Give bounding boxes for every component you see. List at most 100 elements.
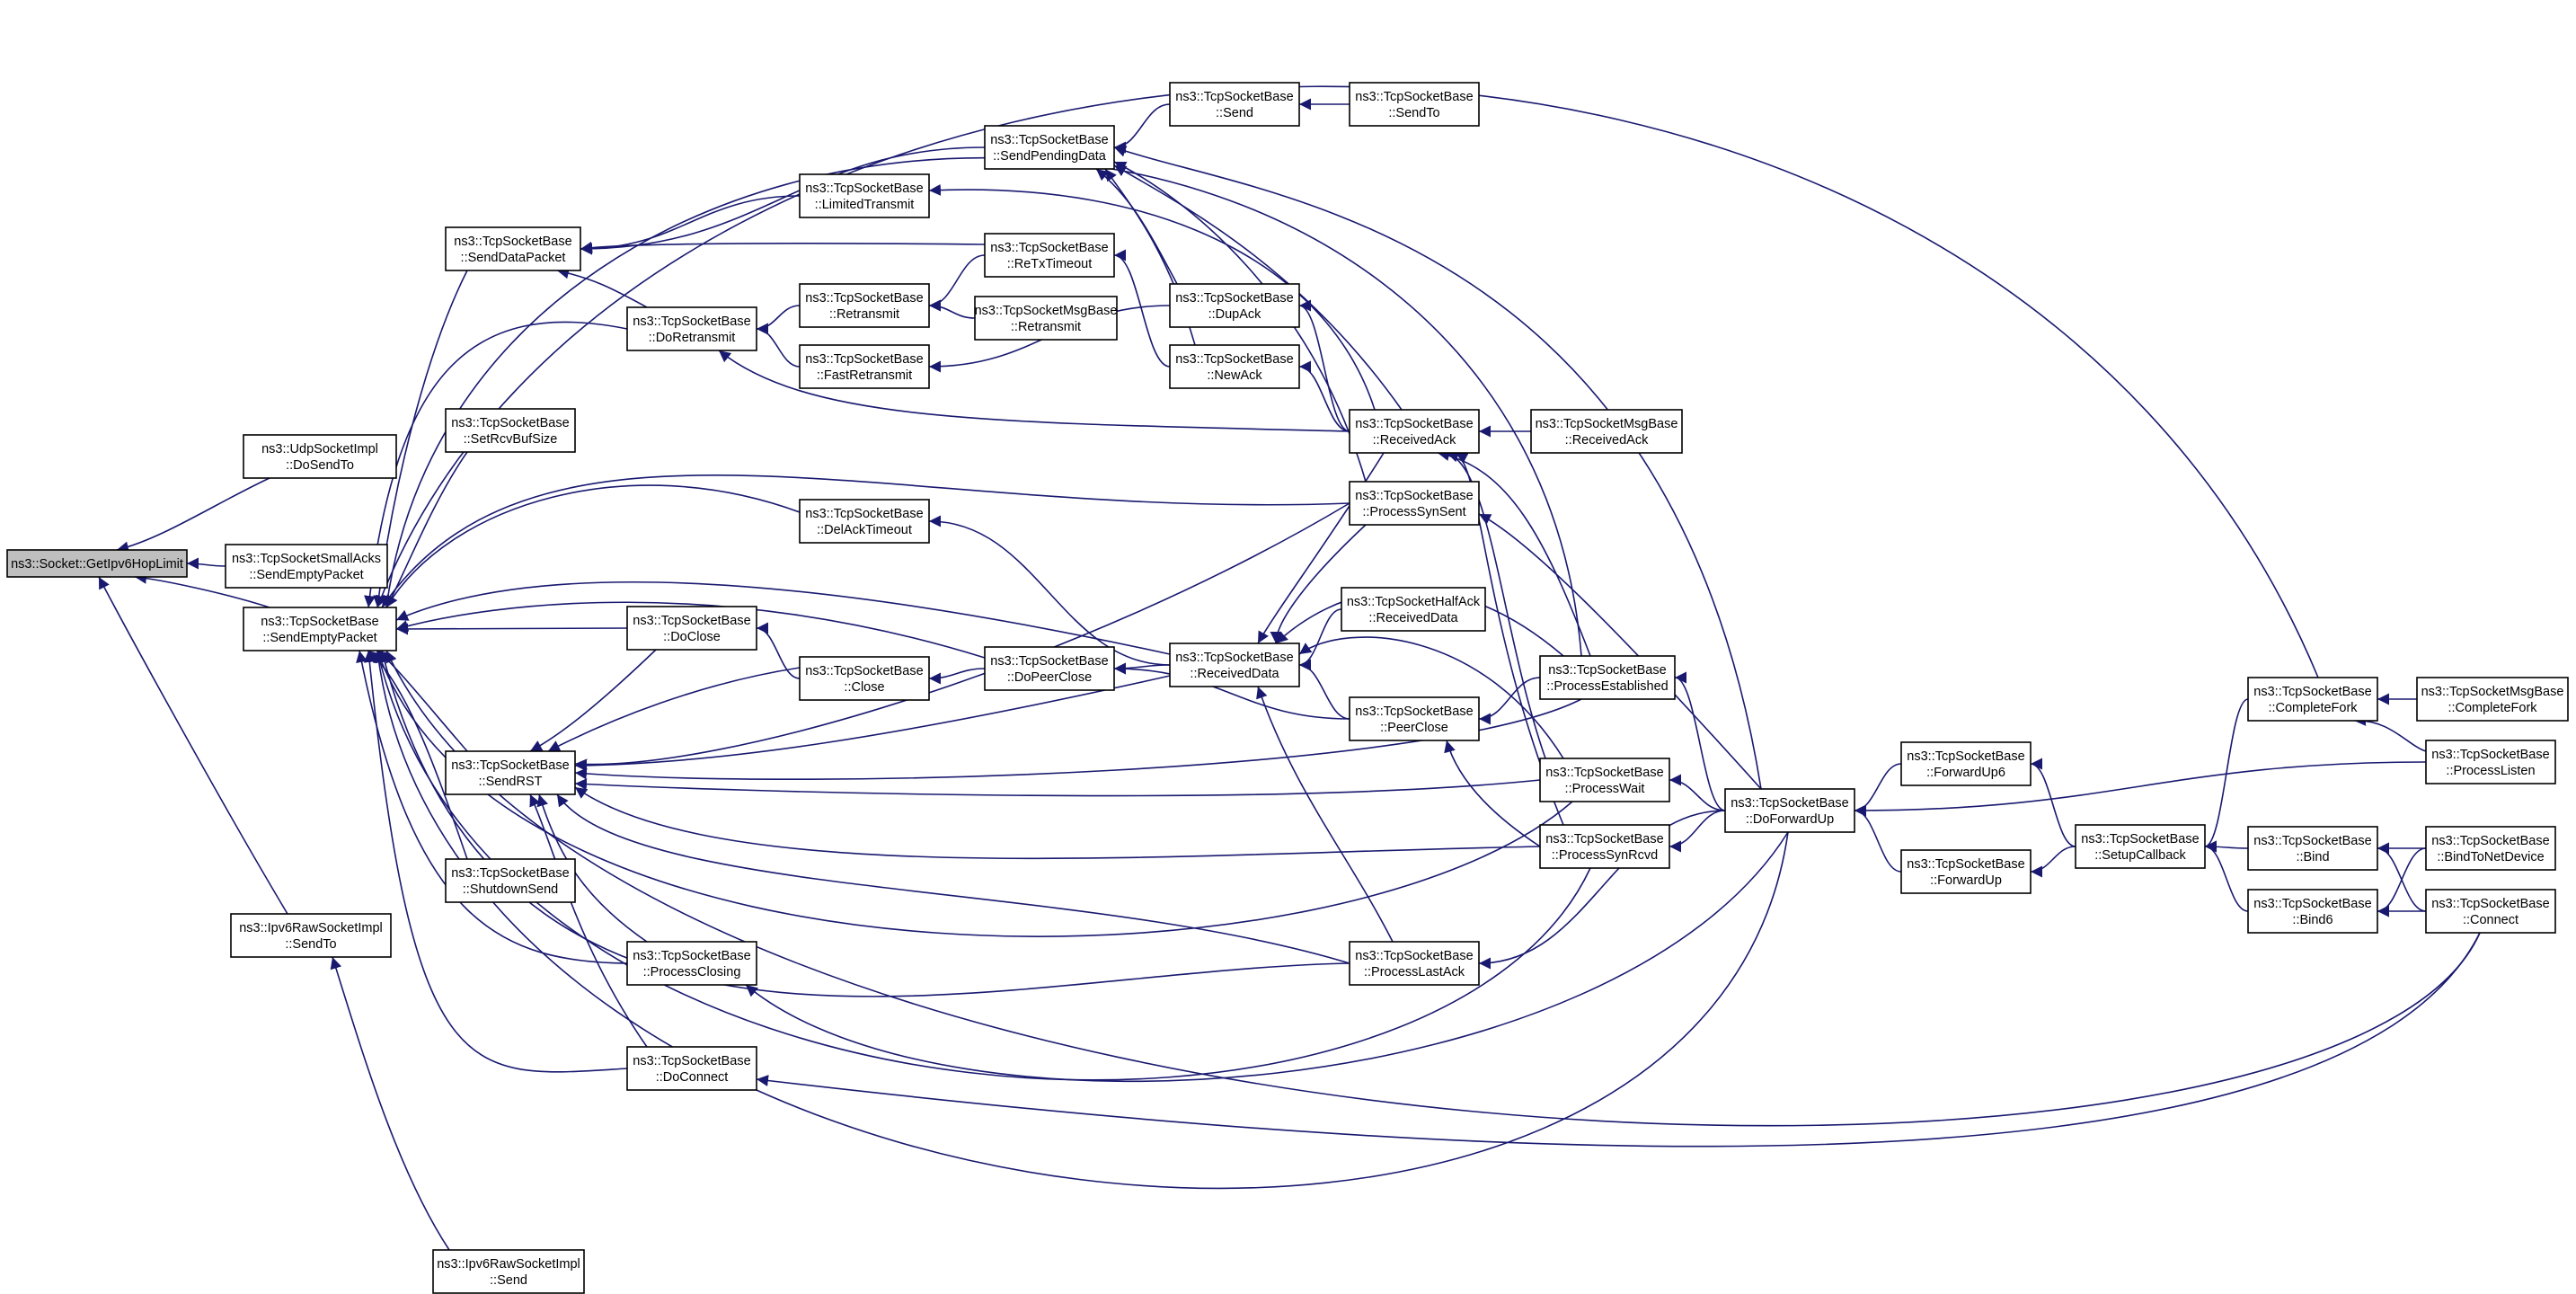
node-retxtimeout[interactable]: ns3::TcpSocketBase::ReTxTimeout bbox=[984, 233, 1115, 278]
node-label-line: ::DoClose bbox=[663, 630, 721, 644]
node-sendempty[interactable]: ns3::TcpSocketBase::SendEmptyPacket bbox=[243, 607, 397, 651]
node-setrcvbuf[interactable]: ns3::TcpSocketBase::SetRcvBufSize bbox=[445, 408, 576, 453]
node-doclose[interactable]: ns3::TcpSocketBase::DoClose bbox=[626, 606, 757, 651]
node-ipv6raw-sendto[interactable]: ns3::Ipv6RawSocketImpl::SendTo bbox=[230, 913, 392, 958]
node-doconnect[interactable]: ns3::TcpSocketBase::DoConnect bbox=[626, 1046, 757, 1091]
call-edge-send-to-sendpendingdata bbox=[1113, 103, 1171, 154]
node-label-line: ns3::TcpSocketBase bbox=[1355, 417, 1473, 431]
node-completefork[interactable]: ns3::TcpSocketBase::CompleteFork bbox=[2247, 677, 2378, 722]
node-forwardup[interactable]: ns3::TcpSocketBase::ForwardUp bbox=[1900, 849, 2032, 894]
node-label-line: ns3::TcpSocketBase bbox=[1175, 651, 1293, 665]
node-box bbox=[445, 858, 576, 903]
call-edge-limitedtransmit-to-senddatapacket bbox=[580, 195, 801, 255]
node-label-line: ns3::TcpSocketBase bbox=[1545, 832, 1663, 846]
node-halfack-receiveddata[interactable]: ns3::TcpSocketHalfAck::ReceivedData bbox=[1341, 587, 1486, 632]
node-label-line: ns3::TcpSocketBase bbox=[1731, 796, 1848, 811]
node-limitedtransmit[interactable]: ns3::TcpSocketBase::LimitedTransmit bbox=[799, 173, 930, 218]
node-label-line: ::ProcessSynSent bbox=[1362, 505, 1465, 519]
node-doretransmit[interactable]: ns3::TcpSocketBase::DoRetransmit bbox=[626, 306, 757, 351]
node-processlastack[interactable]: ns3::TcpSocketBase::ProcessLastAck bbox=[1349, 941, 1480, 986]
node-label-line: ::Connect bbox=[2463, 913, 2518, 927]
node-label-line: ::SetRcvBufSize bbox=[464, 432, 558, 447]
node-label-line: ::Close bbox=[844, 680, 884, 695]
node-shutdownsend[interactable]: ns3::TcpSocketBase::ShutdownSend bbox=[445, 858, 576, 903]
node-msg-completefork[interactable]: ns3::TcpSocketMsgBase::CompleteFork bbox=[2416, 677, 2569, 722]
node-dupack[interactable]: ns3::TcpSocketBase::DupAck bbox=[1169, 283, 1300, 328]
node-sendpendingdata[interactable]: ns3::TcpSocketBase::SendPendingData bbox=[984, 125, 1115, 170]
node-small-sendempty[interactable]: ns3::TcpSocketSmallAcks::SendEmptyPacket bbox=[225, 544, 388, 589]
node-delacktimeout[interactable]: ns3::TcpSocketBase::DelAckTimeout bbox=[799, 499, 930, 544]
call-edge-setupcallback-to-forwardup bbox=[2030, 846, 2076, 878]
call-edge-sendempty-to-root bbox=[134, 572, 270, 608]
node-box bbox=[445, 750, 576, 795]
node-processsynrcvd[interactable]: ns3::TcpSocketBase::ProcessSynRcvd bbox=[1539, 824, 1670, 869]
call-edge-dopeerclose-to-sendempty bbox=[395, 601, 986, 659]
node-label-line: ::LimitedTransmit bbox=[815, 198, 915, 212]
node-forwardup6[interactable]: ns3::TcpSocketBase::ForwardUp6 bbox=[1900, 741, 2032, 786]
node-bindtonetdevice[interactable]: ns3::TcpSocketBase::BindToNetDevice bbox=[2425, 826, 2556, 871]
node-label-line: ns3::TcpSocketBase bbox=[451, 416, 569, 430]
node-box bbox=[6, 549, 188, 578]
node-label-line: ns3::TcpSocketBase bbox=[1907, 749, 2024, 764]
node-newack[interactable]: ns3::TcpSocketBase::NewAck bbox=[1169, 344, 1300, 389]
node-receivedack[interactable]: ns3::TcpSocketBase::ReceivedAck bbox=[1349, 409, 1480, 454]
node-label-line: ns3::UdpSocketImpl bbox=[261, 442, 378, 456]
node-label-line: ::Send bbox=[490, 1273, 527, 1288]
node-processclosing[interactable]: ns3::TcpSocketBase::ProcessClosing bbox=[626, 941, 757, 986]
node-label-line: ns3::TcpSocketBase bbox=[1355, 489, 1473, 503]
node-processwait[interactable]: ns3::TcpSocketBase::ProcessWait bbox=[1539, 758, 1670, 802]
node-label-line: ::Send bbox=[1216, 106, 1253, 120]
node-fastretransmit[interactable]: ns3::TcpSocketBase::FastRetransmit bbox=[799, 344, 930, 389]
node-root[interactable]: ns3::Socket::GetIpv6HopLimit bbox=[6, 549, 188, 578]
node-label-line: ns3::TcpSocketBase bbox=[2081, 832, 2199, 846]
node-connect[interactable]: ns3::TcpSocketBase::Connect bbox=[2425, 889, 2556, 934]
call-edge-doconnect-to-sendempty bbox=[363, 650, 628, 1073]
node-receiveddata[interactable]: ns3::TcpSocketBase::ReceivedData bbox=[1169, 643, 1300, 687]
node-box bbox=[1349, 409, 1480, 454]
node-label-line: ns3::TcpSocketBase bbox=[451, 866, 569, 881]
node-label-line: ::Bind bbox=[2296, 850, 2329, 864]
call-edge-bindtonetdevice-to-bind6 bbox=[2377, 847, 2427, 917]
node-udp-dosendto[interactable]: ns3::UdpSocketImpl::DoSendTo bbox=[243, 434, 397, 479]
call-edge-receivedack-to-dupack bbox=[1298, 299, 1350, 432]
node-msg-receivedack[interactable]: ns3::TcpSocketMsgBase::ReceivedAck bbox=[1530, 409, 1683, 454]
call-edge-forwardup6-to-doforwardup bbox=[1854, 763, 1902, 817]
node-processsynsent[interactable]: ns3::TcpSocketBase::ProcessSynSent bbox=[1349, 481, 1480, 526]
call-edge-retxtimeout-to-senddatapacket bbox=[580, 241, 986, 253]
node-close[interactable]: ns3::TcpSocketBase::Close bbox=[799, 656, 930, 701]
node-label-line: ns3::TcpSocketBase bbox=[451, 758, 569, 773]
node-processlisten[interactable]: ns3::TcpSocketBase::ProcessListen bbox=[2425, 740, 2556, 784]
node-box bbox=[799, 344, 930, 389]
node-label-line: ::ReceivedAck bbox=[1565, 433, 1649, 448]
node-senddatapacket[interactable]: ns3::TcpSocketBase::SendDataPacket bbox=[445, 226, 581, 271]
node-bind6[interactable]: ns3::TcpSocketBase::Bind6 bbox=[2247, 889, 2378, 934]
node-label-line: ::DelAckTimeout bbox=[817, 523, 912, 537]
node-msg-retransmit[interactable]: ns3::TcpSocketMsgBase::Retransmit bbox=[974, 296, 1118, 341]
call-edge-receiveddata-to-sendrst bbox=[574, 675, 1171, 772]
node-box bbox=[2425, 740, 2556, 784]
node-send[interactable]: ns3::TcpSocketBase::Send bbox=[1169, 82, 1300, 127]
call-edge-receivedack-to-newack bbox=[1298, 360, 1350, 432]
node-doforwardup[interactable]: ns3::TcpSocketBase::DoForwardUp bbox=[1724, 788, 1855, 833]
node-label-line: ::Bind6 bbox=[2292, 913, 2333, 927]
node-label-line: ::SetupCallback bbox=[2094, 848, 2186, 863]
call-edge-doclose-to-sendrst bbox=[529, 649, 657, 752]
call-edge-doretransmit-to-sendempty bbox=[364, 321, 628, 608]
node-label-line: ns3::TcpSocketHalfAck bbox=[1347, 595, 1481, 609]
node-retransmit[interactable]: ns3::TcpSocketBase::Retransmit bbox=[799, 283, 930, 328]
node-box bbox=[445, 226, 581, 271]
call-edge-sendrst-to-sendempty bbox=[376, 650, 468, 752]
node-label-line: ::PeerClose bbox=[1380, 721, 1448, 735]
node-sendto[interactable]: ns3::TcpSocketBase::SendTo bbox=[1349, 82, 1480, 127]
node-dopeerclose[interactable]: ns3::TcpSocketBase::DoPeerClose bbox=[984, 646, 1115, 691]
node-sendrst[interactable]: ns3::TcpSocketBase::SendRST bbox=[445, 750, 576, 795]
node-bind[interactable]: ns3::TcpSocketBase::Bind bbox=[2247, 826, 2378, 871]
node-ipv6raw-send[interactable]: ns3::Ipv6RawSocketImpl::Send bbox=[432, 1249, 585, 1294]
node-label-line: ns3::TcpSocketBase bbox=[1355, 705, 1473, 719]
node-setupcallback[interactable]: ns3::TcpSocketBase::SetupCallback bbox=[2075, 824, 2206, 869]
node-processestablished[interactable]: ns3::TcpSocketBase::ProcessEstablished bbox=[1539, 655, 1676, 700]
node-peerclose[interactable]: ns3::TcpSocketBase::PeerClose bbox=[1349, 696, 1480, 741]
call-edge-doclose-to-sendempty bbox=[395, 623, 628, 635]
call-edge-ipv6raw_send-to-ipv6raw_sendto bbox=[330, 956, 450, 1251]
call-edge-msg_retransmit-to-retransmit bbox=[928, 299, 976, 319]
